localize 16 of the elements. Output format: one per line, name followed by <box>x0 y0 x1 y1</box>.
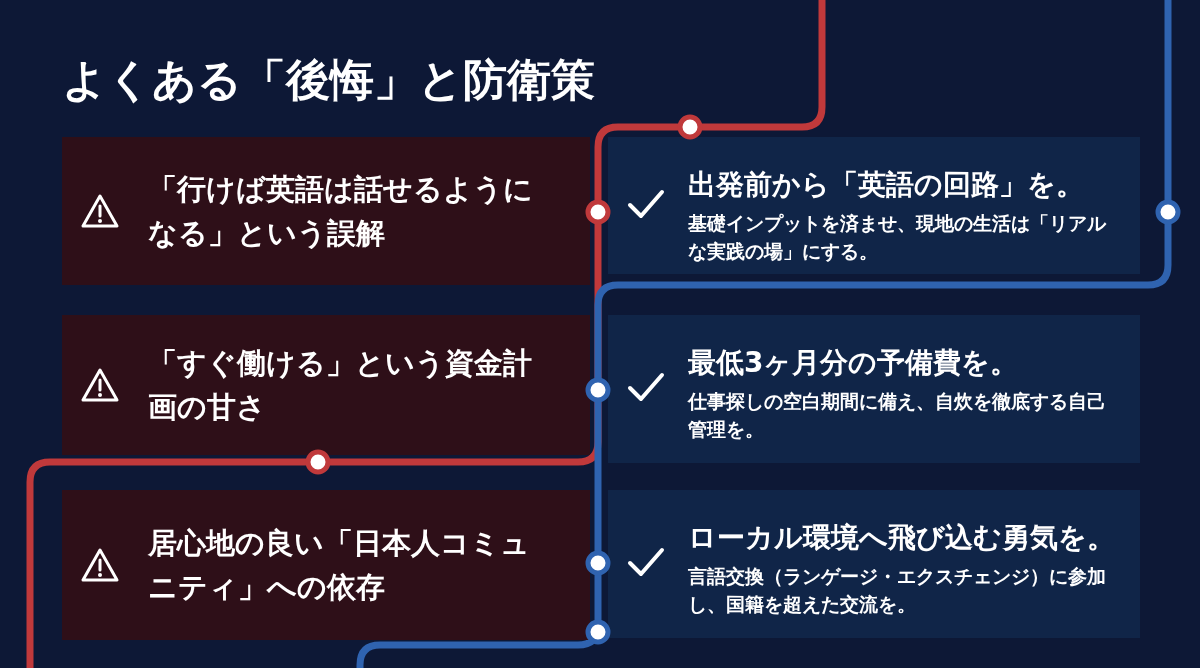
problem-text: 「すぐ働ける」という資金計画の甘さ <box>148 345 533 426</box>
solution-card <box>608 490 1140 638</box>
solution-heading: ローカル環境へ飛び込む勇気を。 <box>688 520 1115 556</box>
problem-text: 居心地の良い「日本人コミュニティ」への依存 <box>148 525 531 606</box>
solution-card <box>608 137 1140 274</box>
solution-heading: 最低3ヶ月分の予備費を。 <box>688 345 1019 381</box>
solution-text: 言語交換（ランゲージ・エクスチェンジ）に参加し、国籍を超えた交流を。 <box>688 564 1107 617</box>
title: よくある「後悔」と防衛策 <box>62 53 595 107</box>
solution-card <box>608 315 1140 463</box>
solution-text: 仕事探しの空白期間に備え、自炊を徹底する自己管理を。 <box>688 389 1107 442</box>
problem-text: 「行けば英語は話せるようになる」という誤解 <box>148 171 534 252</box>
solution-heading: 出発前から「英語の回路」を。 <box>688 167 1084 203</box>
solution-text: 基礎インプットを済ませ、現地の生活は「リアルな実践の場」にする。 <box>688 211 1107 264</box>
problem-card <box>62 315 590 455</box>
problem-card <box>62 490 590 640</box>
problem-card <box>62 137 590 285</box>
